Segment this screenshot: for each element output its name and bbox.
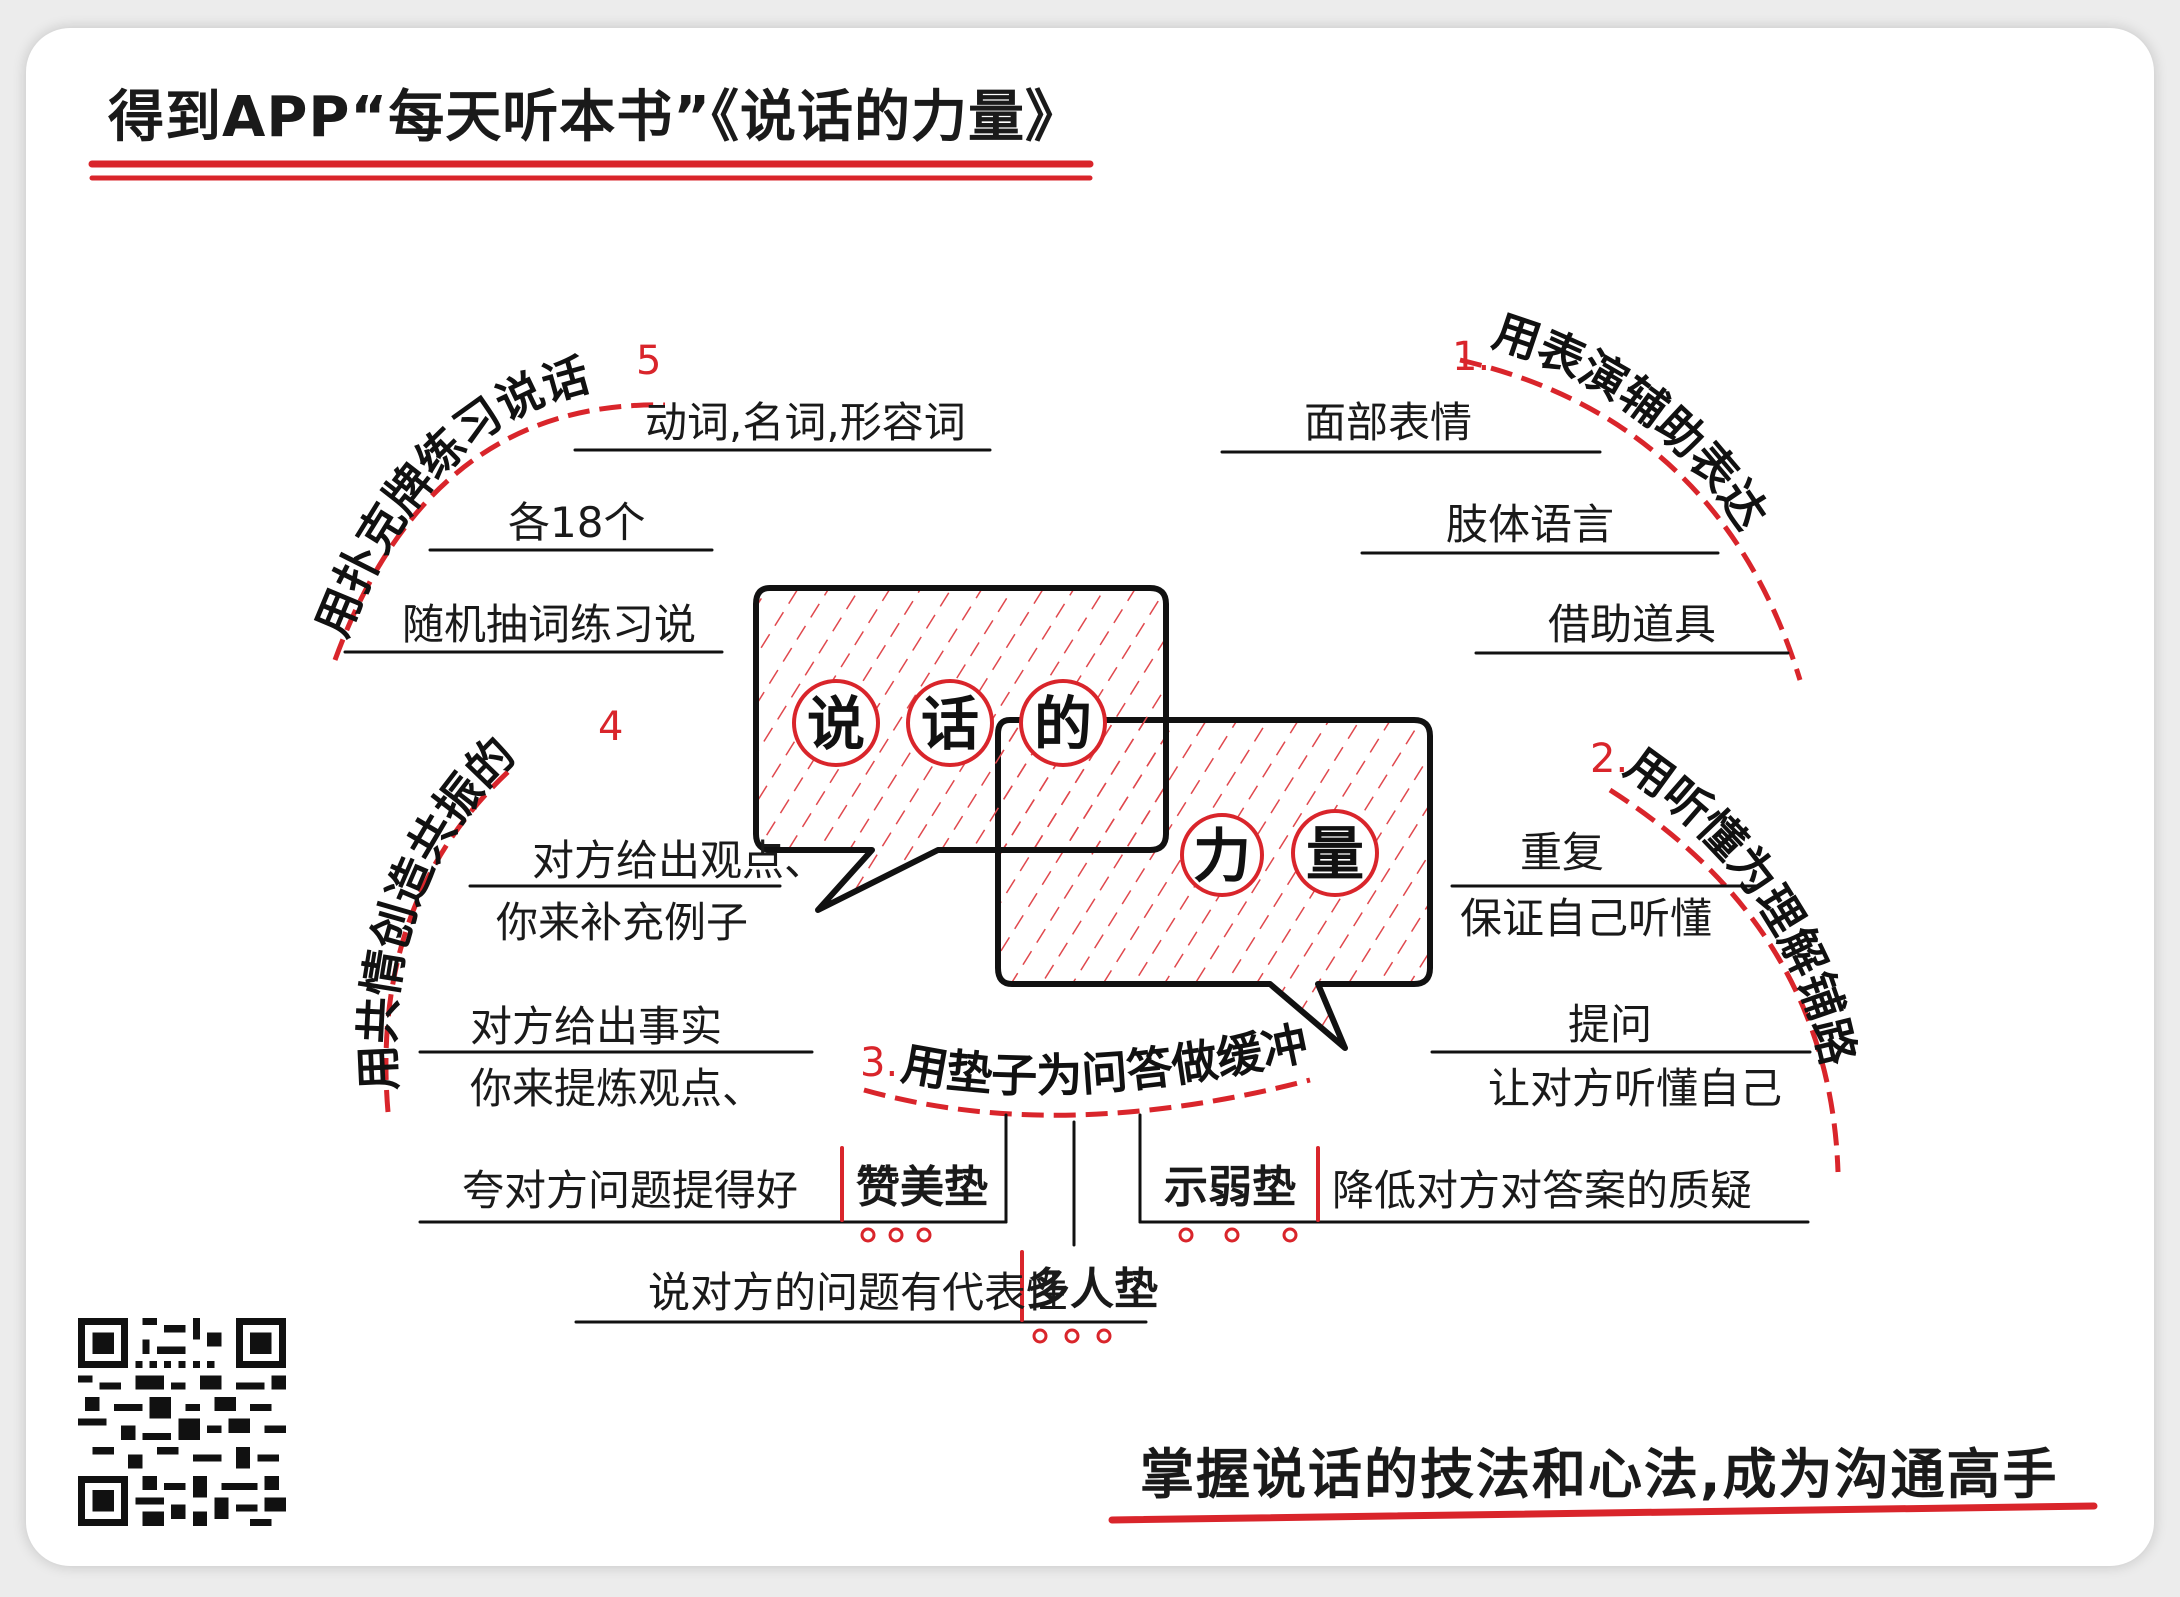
bubble-char-circle xyxy=(1180,813,1264,897)
branch-arc-5 xyxy=(332,402,666,661)
tagline: 掌握说话的技法和心法,成为沟通高手 xyxy=(1140,1443,2059,1506)
branch-arc-3 xyxy=(863,1077,1311,1118)
branch3-desc: 夸对方问题提得好 xyxy=(462,1166,799,1215)
branch-number-5: 5 xyxy=(636,338,661,384)
branch4-item: 你来提炼观点、 xyxy=(470,1064,765,1113)
branch2-item: 让对方听懂自己 xyxy=(1488,1064,1783,1113)
branch5-item: 各18个 xyxy=(508,498,646,547)
qr-code-image xyxy=(78,1318,286,1526)
bubble-char: 说 xyxy=(807,690,865,758)
branch3-dividers xyxy=(840,1146,1320,1322)
page-title: 得到APP“每天听本书”《说话的力量》 xyxy=(108,85,1083,150)
leaf-lines xyxy=(343,448,1812,1324)
branch1-item: 面部表情 xyxy=(1304,398,1473,447)
branch4-item: 对方给出事实 xyxy=(470,1002,723,1051)
emphasis-dots xyxy=(860,1227,1298,1344)
branch4-item: 对方给出观点、 xyxy=(532,836,827,885)
bubble-char: 的 xyxy=(1034,690,1092,758)
branch3-desc: 降低对方对答案的质疑 xyxy=(1332,1166,1753,1215)
bubble-char: 量 xyxy=(1306,820,1364,888)
bubble-char-circle xyxy=(906,679,994,767)
branch-number-1: 1. xyxy=(1452,334,1490,380)
branch2-item: 重复 xyxy=(1520,828,1605,877)
tagline-underline xyxy=(1108,1502,2098,1524)
branch-arc-2 xyxy=(1608,787,1841,1173)
branch-arc-4 xyxy=(383,768,512,1113)
branch1-item: 肢体语言 xyxy=(1446,500,1615,549)
branch4-item: 你来补充例子 xyxy=(496,898,749,947)
bubble-char: 话 xyxy=(921,690,979,758)
branch5-item: 随机抽词练习说 xyxy=(402,600,697,649)
branch-number-4: 4 xyxy=(598,704,623,750)
branch2-item: 提问 xyxy=(1568,1000,1653,1049)
speech-bubble-1 xyxy=(753,585,1169,913)
branch-number-3: 3. xyxy=(860,1040,898,1086)
bubble-char-circle xyxy=(792,679,880,767)
branch3-name: 多人垫 xyxy=(1026,1264,1158,1315)
bubble-char-circle xyxy=(1291,809,1379,897)
bubble-char: 力 xyxy=(1193,822,1251,890)
branch3-name: 示弱垫 xyxy=(1164,1162,1296,1213)
branch1-item: 借助道具 xyxy=(1548,600,1717,649)
branch3-desc: 说对方的问题有代表性 xyxy=(648,1268,1069,1317)
bubble-char-circle xyxy=(1019,679,1107,767)
branch3-name: 赞美垫 xyxy=(856,1162,988,1213)
branch-label-3: 用垫子为问答做缓冲 xyxy=(898,1016,1313,1103)
branch5-item: 动词,名词,形容词 xyxy=(645,398,966,447)
branch-arc-1 xyxy=(1459,357,1803,681)
branch2-item: 保证自己听懂 xyxy=(1460,894,1713,943)
branch-number-2: 2. xyxy=(1590,736,1628,782)
